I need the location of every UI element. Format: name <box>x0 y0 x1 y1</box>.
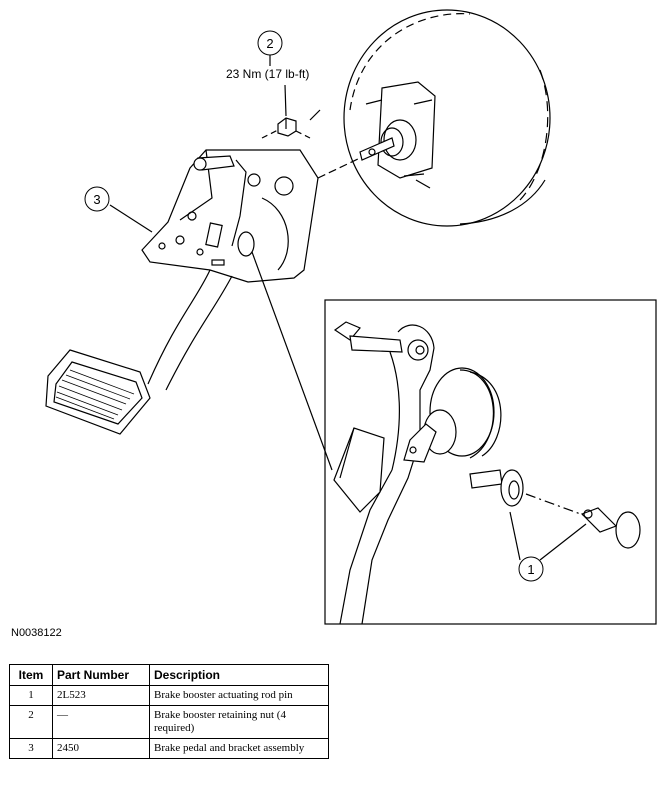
retaining-nut <box>261 109 321 139</box>
table-row: 1 2L523 Brake booster actuating rod pin <box>9 685 329 706</box>
cell-part-number: 2450 <box>52 738 150 759</box>
cell-description: Brake pedal and bracket assembly <box>149 738 329 759</box>
svg-text:3: 3 <box>93 192 100 207</box>
callout-1: 1 <box>518 556 544 582</box>
pedal-bracket <box>141 149 319 283</box>
table-row: 2 — Brake booster retaining nut (4 requi… <box>9 705 329 739</box>
cell-description: Brake booster actuating rod pin <box>149 685 329 706</box>
header-description: Description <box>149 664 329 686</box>
cell-item: 1 <box>9 685 53 706</box>
brake-booster <box>317 9 551 227</box>
table-row: 3 2450 Brake pedal and bracket assembly <box>9 738 329 759</box>
cell-item: 3 <box>9 738 53 759</box>
brake-pedal-arm <box>45 251 333 471</box>
callout-2: 2 23 Nm (17 lb-ft) <box>226 30 309 81</box>
torque-spec: 23 Nm (17 lb-ft) <box>226 67 309 81</box>
header-part-number: Part Number <box>52 664 150 686</box>
brake-pedal-diagram: 2 23 Nm (17 lb-ft) 3 1 <box>45 9 657 625</box>
parts-table: Item Part Number Description 1 2L523 Bra… <box>9 664 329 759</box>
detail-inset <box>324 299 657 625</box>
svg-text:1: 1 <box>527 562 534 577</box>
cell-part-number: 2L523 <box>52 685 150 706</box>
callout-3: 3 <box>84 186 110 212</box>
cell-description: Brake booster retaining nut (4 required) <box>149 705 329 739</box>
cell-item: 2 <box>9 705 53 739</box>
cell-part-number: — <box>52 705 150 739</box>
header-item: Item <box>9 664 53 686</box>
svg-text:2: 2 <box>266 36 273 51</box>
figure-id: N0038122 <box>11 627 62 639</box>
table-header-row: Item Part Number Description <box>9 664 329 686</box>
